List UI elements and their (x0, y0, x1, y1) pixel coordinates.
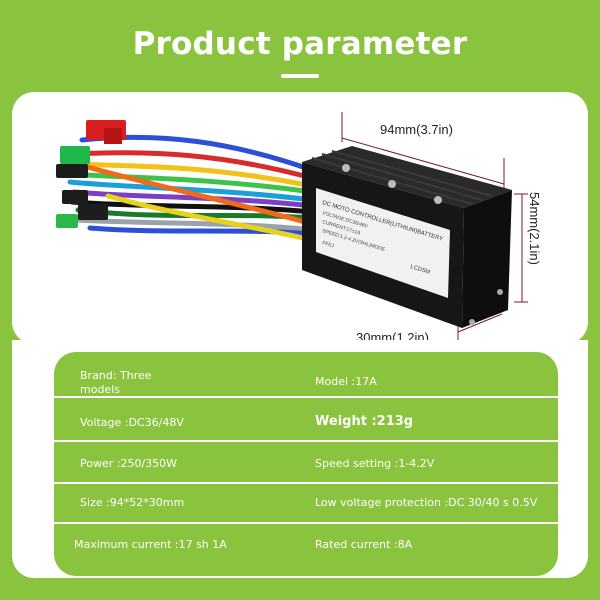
row-divider (54, 522, 558, 524)
controller-illustration: DC MOTO CONTROLLER(LITHIUM)BATTERY VOLTA… (56, 112, 542, 344)
wire-bundle (64, 134, 315, 243)
spec-rated-current: Rated current :8A (315, 538, 413, 551)
spec-power: Power :250/350W (80, 457, 178, 470)
dimension-lines (341, 112, 528, 344)
spec-size: Size :94*52*30mm (80, 496, 185, 509)
title-underline (281, 74, 319, 78)
row-divider (54, 396, 558, 398)
green-connector (60, 146, 90, 164)
spec-max-current: Maximum current :17 sh 1A (74, 538, 227, 551)
spec-weight: Weight :213g (315, 414, 414, 429)
dimension-length: 94mm(3.7in) (380, 122, 453, 137)
spec-model: Model :17A (315, 375, 377, 388)
specs-table (54, 352, 558, 576)
controller-box: DC MOTO CONTROLLER(LITHIUM)BATTERY VOLTA… (302, 146, 512, 328)
row-divider (54, 482, 558, 484)
black-connector (56, 164, 88, 178)
spec-voltage: Voltage :DC36/48V (80, 416, 184, 429)
dimension-height: 54mm(2.1in) (527, 192, 542, 265)
label-line-5: FFKJ (321, 240, 335, 249)
label-line-6: LCD5M (409, 264, 430, 276)
row-divider (54, 440, 558, 442)
spec-speed-setting: Speed setting :1-4.2V (315, 457, 435, 470)
spec-brand: Brand: Three models (80, 369, 152, 396)
spec-low-voltage: Low voltage protection :DC 30/40 s 0.5V (315, 496, 538, 509)
product-photo-card: DC MOTO CONTROLLER(LITHIUM)BATTERY VOLTA… (12, 92, 588, 344)
page-title: Product parameter (132, 26, 468, 62)
